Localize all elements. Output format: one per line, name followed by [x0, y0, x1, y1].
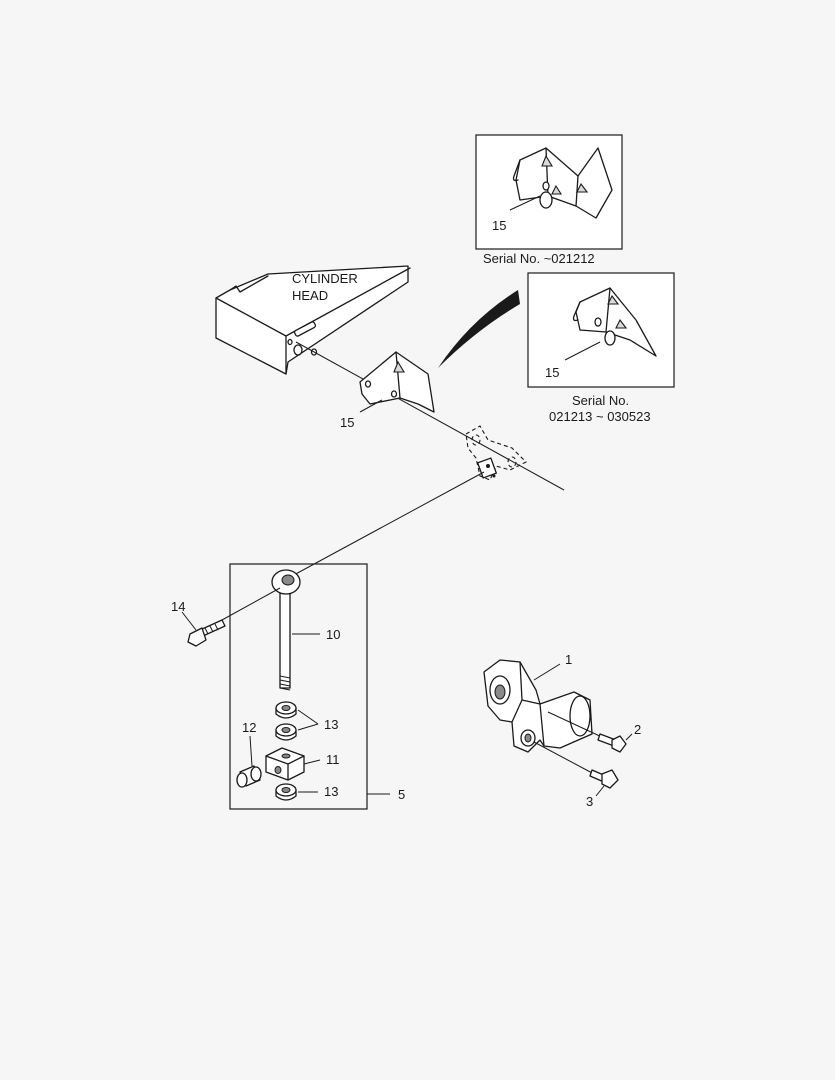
callout-3: 3 — [586, 794, 593, 809]
bolt-2 — [547, 711, 627, 753]
callout-1: 1 — [565, 652, 572, 667]
nut-13-middle — [275, 723, 297, 741]
callout-5: 5 — [398, 787, 405, 802]
bolt-3 — [533, 741, 619, 789]
callout-12: 12 — [242, 720, 256, 735]
bracket-15-early-shape — [515, 147, 613, 219]
nut-13-upper — [275, 701, 297, 719]
callout-10: 10 — [326, 627, 340, 642]
callout-15-inset-early: 15 — [492, 218, 506, 233]
bracket-15-main — [359, 351, 435, 413]
callout-13-upper: 13 — [324, 717, 338, 732]
nut-13-lower — [275, 783, 297, 801]
bracket-1 — [483, 659, 593, 753]
inset-bracket-early: 15 — [475, 134, 623, 250]
callout-2: 2 — [634, 722, 641, 737]
serial-caption-mid-line1: Serial No. — [572, 393, 629, 408]
cylinder-head-label-line1: CYLINDER — [292, 271, 358, 286]
swivel-block-11 — [265, 747, 305, 781]
bushing-12 — [236, 765, 262, 788]
cylinder-head-label-line2: HEAD — [292, 288, 328, 303]
serial-caption-mid-line2: 021213 ~ 030523 — [549, 409, 651, 424]
inset-bracket-mid: 15 — [527, 272, 675, 388]
callout-15-main: 15 — [340, 415, 354, 430]
rod-10 — [271, 569, 301, 691]
callout-11: 11 — [326, 752, 340, 767]
inset-pointer-wedge — [438, 290, 520, 368]
bracket-15-mid-shape — [575, 287, 657, 357]
serial-caption-early: Serial No. ~021212 — [483, 251, 595, 266]
callout-14: 14 — [171, 599, 185, 614]
rod-connection-line — [291, 471, 485, 577]
assembly-axis-line — [295, 341, 565, 491]
callout-15-inset-mid: 15 — [545, 365, 559, 380]
bolt-14 — [187, 587, 281, 647]
callout-13-lower: 13 — [324, 784, 338, 799]
subassembly-5-frame — [229, 563, 368, 810]
cylinder-head — [215, 265, 411, 375]
